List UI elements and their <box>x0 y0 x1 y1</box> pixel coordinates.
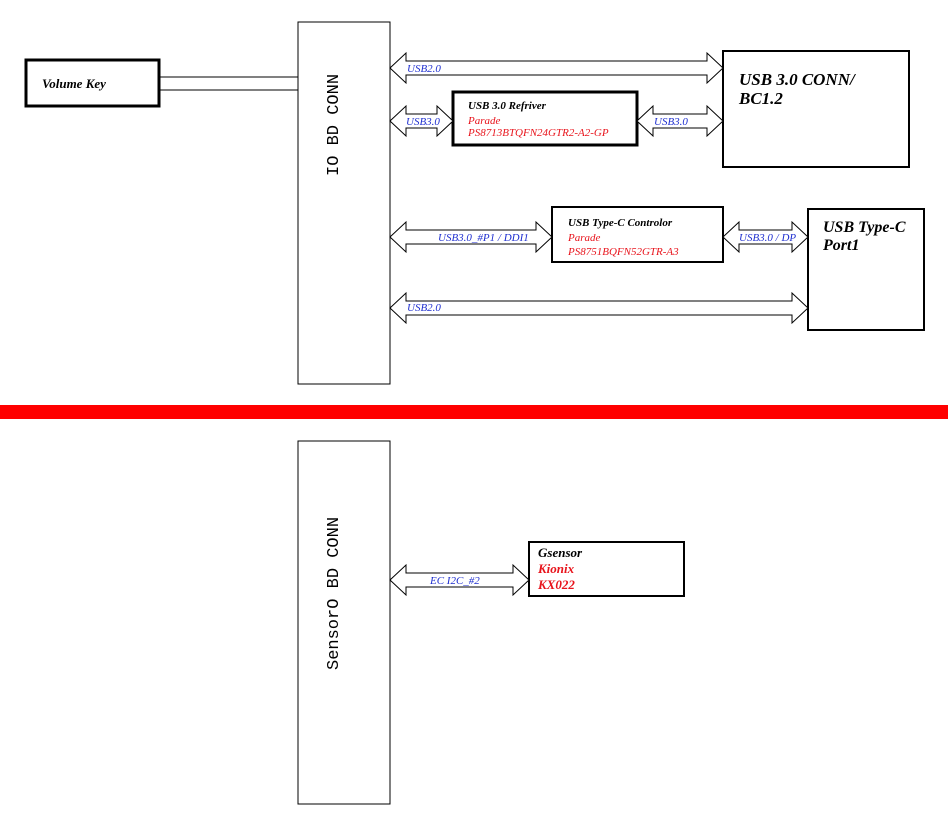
usb30-conn-block: USB 3.0 CONN/ BC1.2 <box>722 50 910 168</box>
usb30-right-arrow <box>636 104 724 138</box>
gsensor-vendor: Kionix <box>537 561 575 576</box>
redriver-block: USB 3.0 Refriver Parade PS8713BTQFN24GTR… <box>451 90 639 147</box>
usb30-dp-label: USB3.0 / DP <box>739 232 796 244</box>
io-bd-conn-label: IO BD CONN <box>325 74 344 176</box>
volume-key-label: Volume Key <box>42 76 106 91</box>
usb30-dp-arrow <box>722 220 809 254</box>
usb30-left-arrow <box>389 104 454 138</box>
gsensor-block: Gsensor Kionix KX022 <box>528 541 685 597</box>
volume-key-link <box>159 76 298 91</box>
usb20-top-arrow <box>389 51 724 85</box>
usb20-bottom-label: USB2.0 <box>407 302 441 314</box>
section-separator <box>0 405 948 419</box>
redriver-vendor: Parade <box>467 115 501 127</box>
io-bd-conn-block: IO BD CONN <box>297 21 391 385</box>
typec-controller-vendor: Parade <box>567 232 601 244</box>
typec-port-label-line1: USB Type-C <box>823 219 906 236</box>
usb30-right-label: USB3.0 <box>654 116 688 128</box>
usb30-p1-ddi1-label: USB3.0_#P1 / DDI1 <box>438 232 529 244</box>
usb20-top-label: USB2.0 <box>407 63 441 75</box>
sensor-bd-conn-label: SensorO BD CONN <box>325 517 344 670</box>
redriver-part: PS8713BTQFN24GTR2-A2-GP <box>467 127 609 139</box>
usb30-conn-label-line2: BC1.2 <box>738 89 783 108</box>
usb20-bottom-arrow <box>389 291 809 325</box>
usb30-left-label: USB3.0 <box>406 116 440 128</box>
gsensor-part: KX022 <box>537 577 575 592</box>
typec-controller-block: USB Type-C Controlor Parade PS8751BQFN52… <box>551 206 724 263</box>
typec-port-block: USB Type-C Port1 <box>807 208 925 331</box>
sensor-bd-conn-block: SensorO BD CONN <box>297 440 391 805</box>
typec-port-label-line2: Port1 <box>822 237 859 254</box>
volume-key-block: Volume Key <box>24 58 161 108</box>
ec-i2c-label: EC I2C_#2 <box>429 575 480 587</box>
usb30-conn-label-line1: USB 3.0 CONN/ <box>739 70 857 89</box>
usb30-p1-ddi1-arrow <box>389 220 553 254</box>
redriver-title: USB 3.0 Refriver <box>468 100 547 112</box>
gsensor-title: Gsensor <box>538 545 583 560</box>
typec-controller-part: PS8751BQFN52GTR-A3 <box>567 246 679 258</box>
ec-i2c-arrow <box>389 563 530 597</box>
typec-controller-title: USB Type-C Controlor <box>568 217 673 229</box>
